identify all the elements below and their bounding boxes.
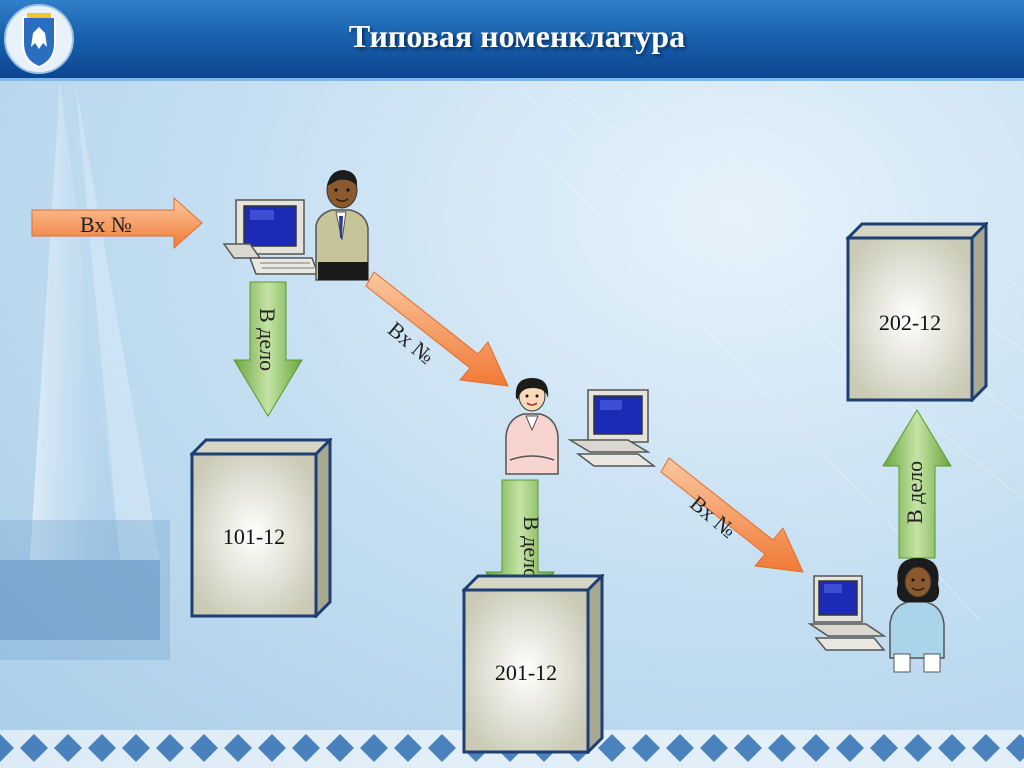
slide-title: Типовая номенклатура — [348, 18, 686, 54]
incoming-label-1: Вх № — [80, 212, 132, 237]
computer-icon — [222, 199, 320, 275]
case-file-code-101: 101-12 — [222, 524, 286, 549]
case-file-box-201 — [462, 574, 604, 754]
to-file-label-2: В дело — [519, 516, 544, 580]
coat-of-arms-logo — [4, 4, 74, 74]
header-bar: Типовая номенклатура — [0, 0, 1024, 81]
person-icon-clerk-3 — [889, 558, 945, 673]
monument-silhouette — [0, 80, 170, 660]
person-icon-clerk-2 — [505, 378, 559, 475]
person-icon-clerk-1 — [315, 170, 369, 281]
computer-icon — [807, 575, 887, 651]
to-file-arrow-1 — [233, 281, 303, 417]
incoming-arrow-3 — [660, 457, 804, 573]
to-file-arrow-3 — [882, 409, 952, 559]
incoming-arrow-1 — [31, 196, 203, 250]
case-file-code-202: 202-12 — [878, 310, 942, 335]
case-file-box-101 — [190, 438, 332, 618]
computer-icon — [568, 389, 657, 467]
incoming-arrow-2 — [365, 271, 509, 387]
to-file-label-1: В дело — [255, 308, 280, 372]
case-file-box-202 — [846, 222, 988, 402]
to-file-label-3: В дело — [902, 460, 927, 524]
case-file-code-201: 201-12 — [494, 660, 558, 685]
